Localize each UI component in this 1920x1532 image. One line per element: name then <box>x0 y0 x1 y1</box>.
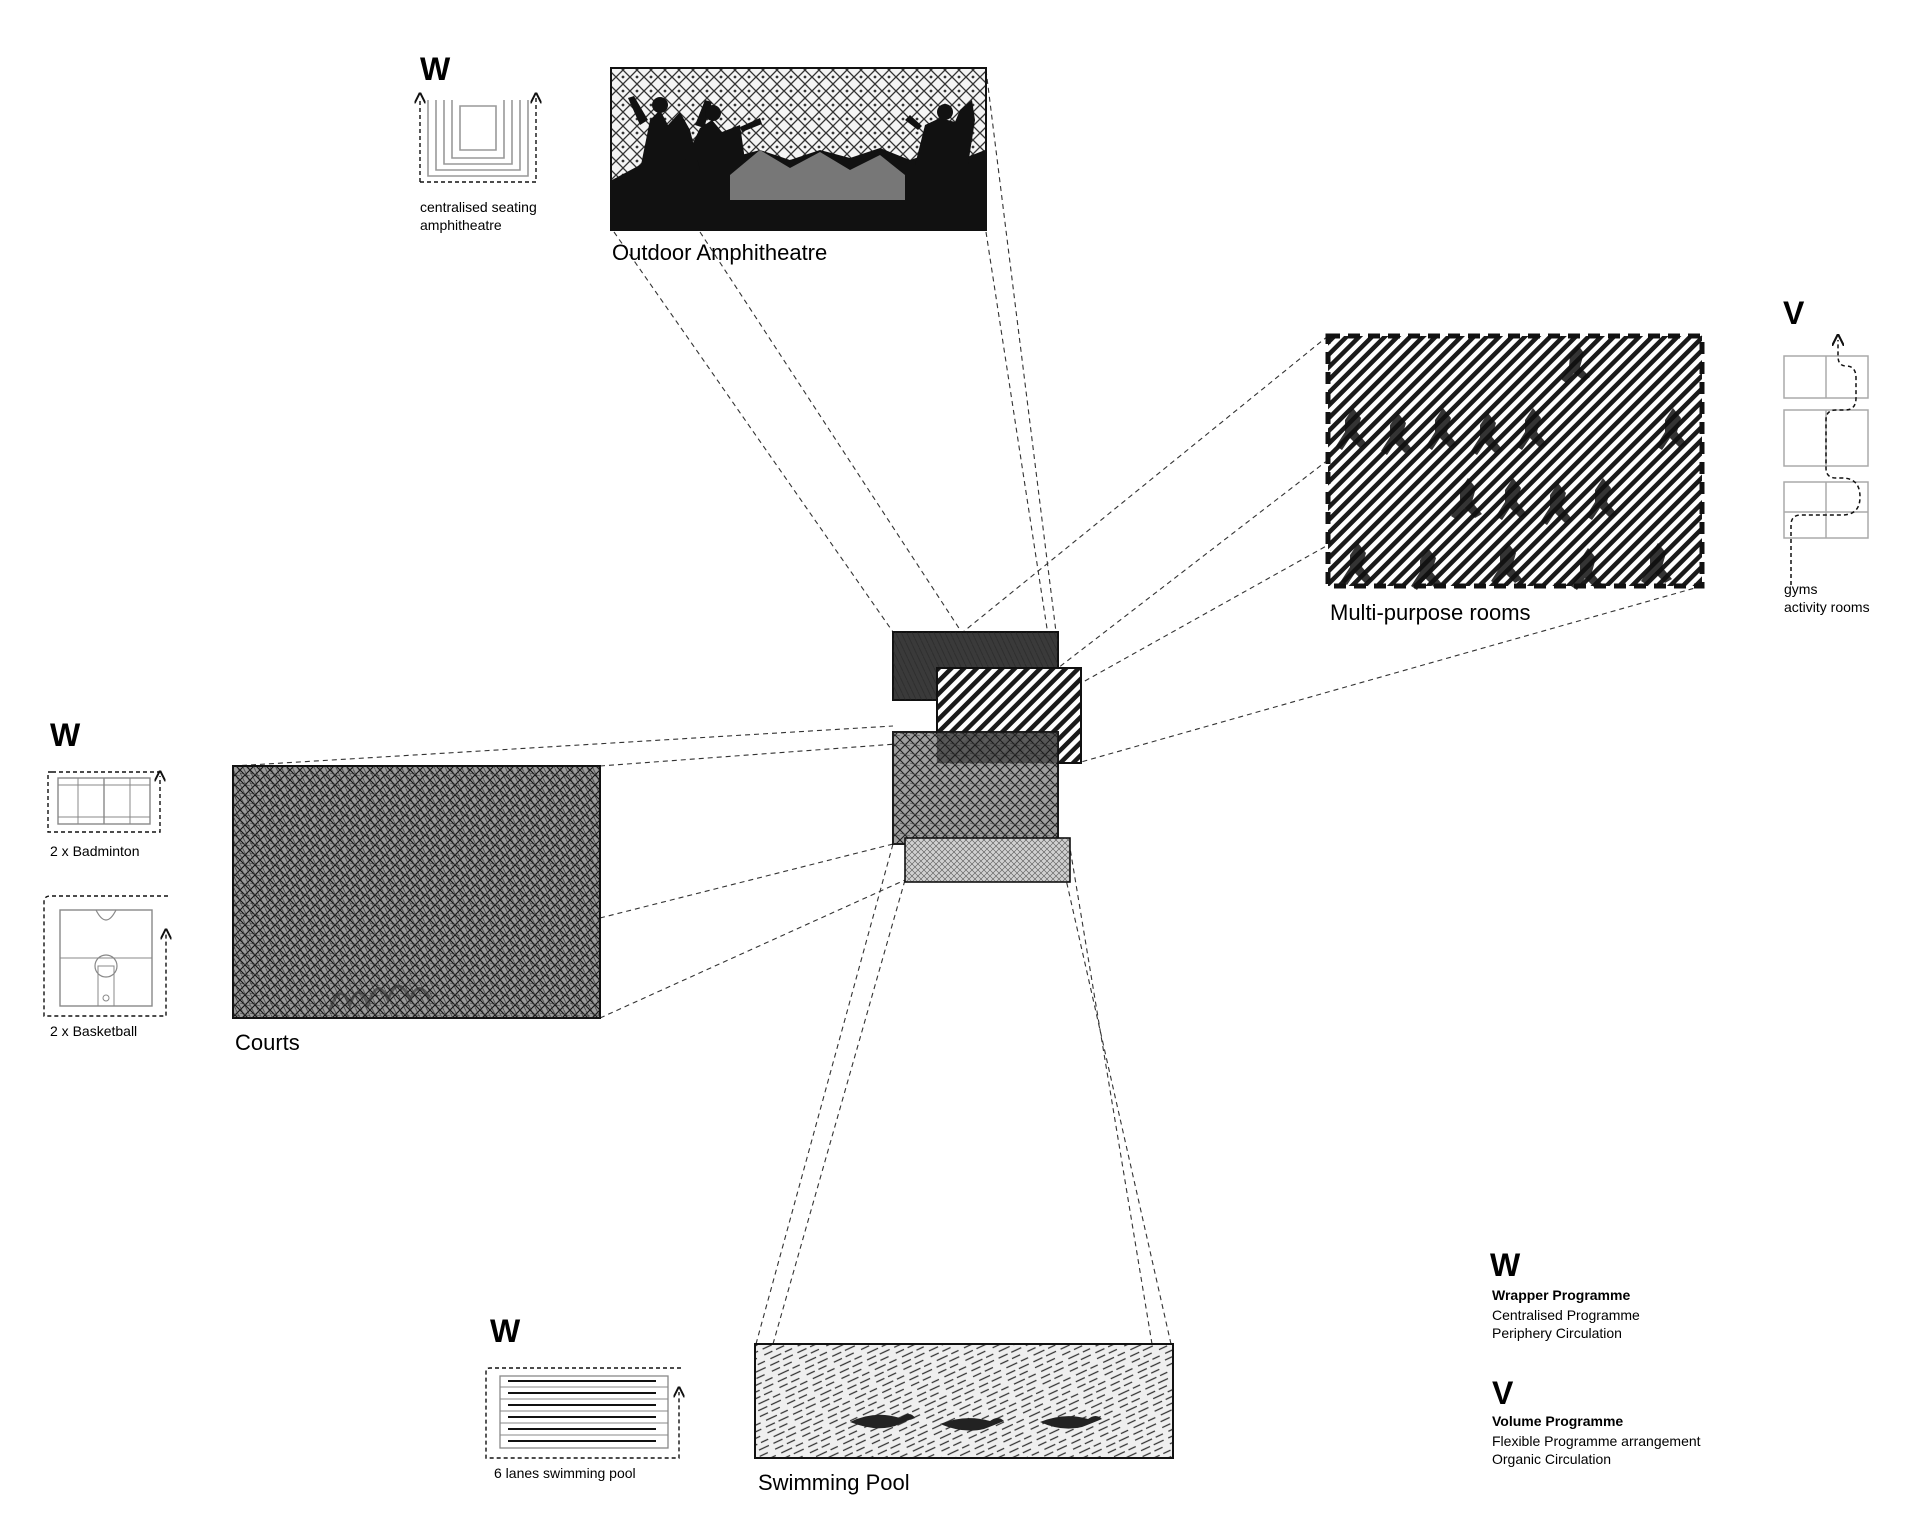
badminton-caption: 2 x Badminton <box>50 843 140 859</box>
pool-caption: 6 lanes swimming pool <box>494 1465 636 1481</box>
courts-panel: Courts <box>232 765 601 1055</box>
amphitheatre-label: Outdoor Amphitheatre <box>612 240 827 265</box>
amphitheatre-icon-group: W centralised seating amphitheatre <box>420 51 537 233</box>
pool-w-letter: W <box>490 1313 521 1349</box>
pool-icon-group: W 6 lanes swimming pool <box>485 1313 681 1481</box>
central-volume-stack <box>892 631 1082 883</box>
multipurpose-v-letter: V <box>1783 295 1805 331</box>
pool-label: Swimming Pool <box>758 1470 910 1495</box>
central-block-pool <box>904 837 1071 883</box>
dancer-silhouettes <box>1336 345 1687 590</box>
amphitheatre-caption-2: amphitheatre <box>420 217 502 233</box>
amphitheatre-caption-1: centralised seating <box>420 199 537 215</box>
pool-lanes-icon <box>485 1367 681 1459</box>
multipurpose-panel: Multi-purpose rooms <box>1325 333 1705 625</box>
amphitheatre-seating-icon <box>420 98 536 183</box>
legend-wrapper-letter: W <box>1490 1247 1521 1283</box>
amphitheatre-panel: Outdoor Amphitheatre <box>610 67 987 265</box>
multipurpose-label: Multi-purpose rooms <box>1330 600 1531 625</box>
amphitheatre-w-letter: W <box>420 51 451 87</box>
swimmer-silhouettes <box>850 1414 1102 1431</box>
pool-panel: Swimming Pool <box>754 1343 1174 1495</box>
basketball-court-icon <box>43 895 168 1017</box>
legend-volume-title: Volume Programme <box>1492 1413 1623 1429</box>
legend-volume-line1: Flexible Programme arrangement <box>1492 1433 1701 1449</box>
courts-label: Courts <box>235 1030 300 1055</box>
badminton-court-icon <box>47 772 162 833</box>
basketball-caption: 2 x Basketball <box>50 1023 137 1039</box>
legend-wrapper-line1: Centralised Programme <box>1492 1307 1640 1323</box>
legend-wrapper-title: Wrapper Programme <box>1492 1287 1630 1303</box>
legend-wrapper-line2: Periphery Circulation <box>1492 1325 1622 1341</box>
multipurpose-icon-group: V gyms activity rooms <box>1783 295 1870 615</box>
legend: W Wrapper Programme Centralised Programm… <box>1490 1247 1701 1467</box>
basketball-icon-group: 2 x Basketball <box>43 895 168 1039</box>
badminton-icon-group: W 2 x Badminton <box>47 717 162 859</box>
multipurpose-caption-2: activity rooms <box>1784 599 1870 615</box>
legend-volume-line2: Organic Circulation <box>1492 1451 1611 1467</box>
legend-volume-letter: V <box>1492 1375 1514 1411</box>
multipurpose-caption-1: gyms <box>1784 581 1817 597</box>
courts-w-letter: W <box>50 717 81 753</box>
